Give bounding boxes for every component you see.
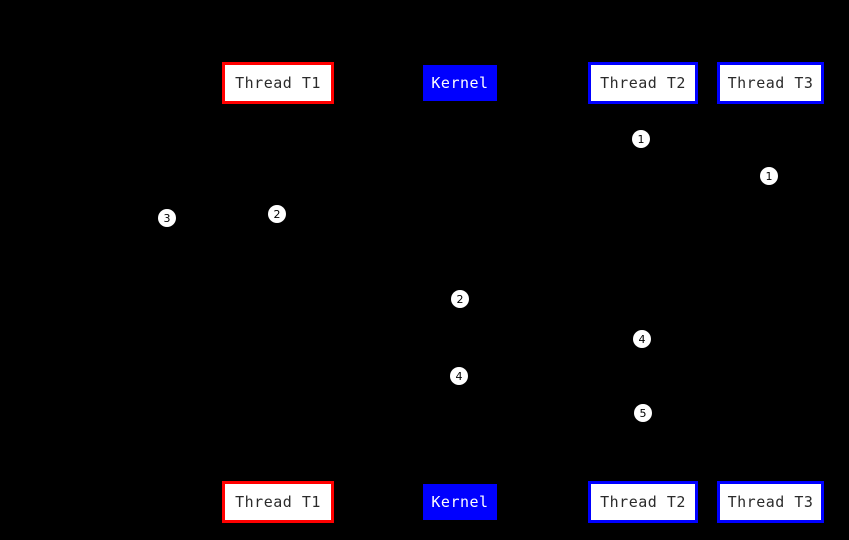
participant-label: Kernel	[431, 492, 489, 511]
step-badge-label: 1	[637, 132, 645, 146]
participant-header-thread-t3[interactable]: Thread T3	[717, 62, 824, 104]
message-arrow-1	[643, 136, 684, 142]
step-badge: 2	[268, 205, 286, 223]
step-badge: 4	[450, 367, 468, 385]
participant-label: Thread T1	[235, 73, 321, 92]
message-arrow-4	[190, 215, 279, 221]
step-badge: 1	[760, 167, 778, 185]
step-badge: 3	[158, 209, 176, 227]
step-badge: 4	[633, 330, 651, 348]
participant-label: Thread T3	[727, 492, 814, 511]
step-badge-label: 2	[273, 207, 281, 221]
message-arrow-5	[278, 296, 461, 302]
message-arrow-8	[643, 410, 684, 416]
participant-footer-thread-t2[interactable]: Thread T2	[588, 481, 698, 523]
step-badge: 2	[451, 290, 469, 308]
participant-label: Thread T1	[235, 492, 321, 511]
participant-footer-thread-t1[interactable]: Thread T1	[222, 481, 334, 523]
lifeline-thread-t1	[278, 104, 279, 481]
message-arrow-7	[460, 373, 501, 379]
step-badge: 5	[634, 404, 652, 422]
participant-footer-kernel[interactable]: Kernel	[423, 484, 497, 520]
participant-label: Thread T3	[727, 73, 814, 92]
participant-footer-thread-t3[interactable]: Thread T3	[717, 481, 824, 523]
lifeline-thread-t3	[770, 104, 771, 481]
participant-header-thread-t1[interactable]: Thread T1	[222, 62, 334, 104]
message-arrow-6	[643, 336, 684, 342]
step-badge-label: 1	[765, 169, 773, 183]
step-badge-label: 4	[455, 369, 463, 383]
participant-header-thread-t2[interactable]: Thread T2	[588, 62, 698, 104]
message-arrow-3	[277, 211, 460, 217]
participant-label: Kernel	[431, 73, 489, 92]
participant-label: Thread T2	[600, 73, 686, 92]
participant-label: Thread T2	[600, 492, 686, 511]
step-badge-label: 2	[456, 292, 464, 306]
step-badge-label: 4	[638, 332, 646, 346]
lifeline-thread-t2	[643, 104, 644, 481]
message-arrow-2	[770, 173, 811, 179]
step-badge: 1	[632, 130, 650, 148]
participant-header-kernel[interactable]: Kernel	[423, 65, 497, 101]
step-badge-label: 5	[639, 406, 647, 420]
step-badge-label: 3	[163, 211, 171, 225]
